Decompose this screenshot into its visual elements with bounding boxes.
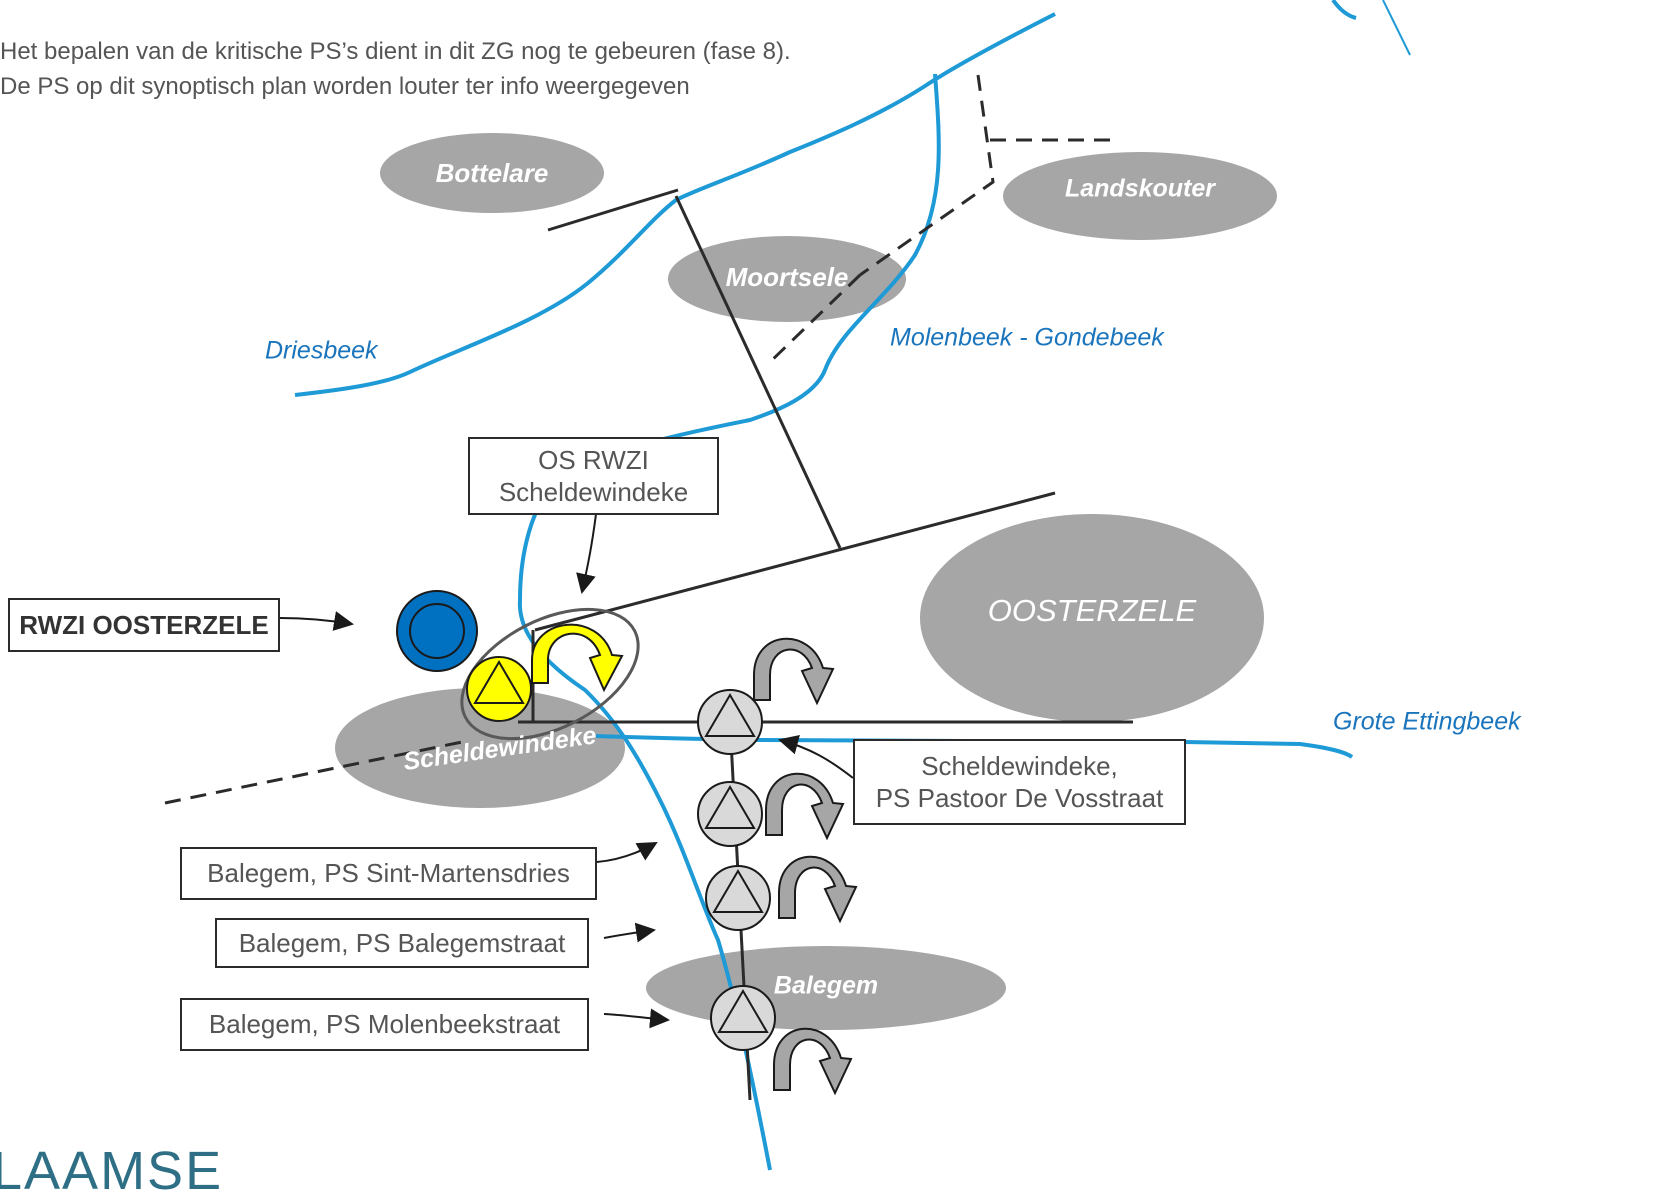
stream-driesbeek xyxy=(294,12,1056,397)
boundary-dashed-landskouter xyxy=(859,74,1120,277)
pump-ps-pastoor-de-vosstraat xyxy=(697,637,835,755)
label-grote-ettingbeek: Grote Ettingbeek xyxy=(1333,708,1522,736)
arrow-os-rwzi xyxy=(576,513,597,594)
pump-arrow-icon xyxy=(778,855,858,924)
pump-arrow-icon xyxy=(753,637,835,706)
rwzi-tank-icon xyxy=(396,590,478,672)
box-ps-sint-martensdries-label: Balegem, PS Sint-Martensdries xyxy=(207,858,570,889)
box-rwzi-oosterzele-label: RWZI OOSTERZELE xyxy=(19,609,269,640)
rwzi-tank-inner-icon xyxy=(409,603,465,659)
label-driesbeek: Driesbeek xyxy=(265,337,379,365)
stream-molenbeek xyxy=(517,73,941,1171)
pump-arrow-icon xyxy=(773,1027,853,1096)
pump-triangle-icon xyxy=(704,693,756,737)
rwzi-pump-arrow-icon xyxy=(531,623,624,693)
box-os-rwzi-line-2: Scheldewindeke xyxy=(498,477,689,507)
place-scheldewindeke xyxy=(335,688,625,808)
pump-ps-balegemstraat xyxy=(705,855,858,931)
note-line-2: De PS op dit synoptisch plan worden lout… xyxy=(0,73,690,100)
rwzi-pump-triangle-icon xyxy=(473,660,525,704)
label-bottelare: Bottelare xyxy=(436,158,549,188)
place-moortsele xyxy=(668,236,906,322)
arrow-ps-sint-martensdries xyxy=(596,842,658,863)
box-rwzi-oosterzele: RWZI OOSTERZELE xyxy=(8,598,280,652)
sewer-line-bottelare xyxy=(547,188,679,232)
place-landskouter xyxy=(1003,152,1277,240)
box-ps-balegemstraat: Balegem, PS Balegemstraat xyxy=(215,918,589,968)
sewer-line-oosterzele xyxy=(534,491,1056,632)
label-balegem: Balegem xyxy=(774,972,878,1000)
box-os-rwzi: OS RWZI Scheldewindeke xyxy=(468,437,719,515)
place-bottelare xyxy=(380,133,604,213)
box-ps-molenbeekstraat: Balegem, PS Molenbeekstraat xyxy=(180,998,589,1051)
arrow-ps-pastoor xyxy=(778,734,854,779)
box-ps-molenbeekstraat-label: Balegem, PS Molenbeekstraat xyxy=(208,1009,561,1040)
rwzi-outline xyxy=(460,607,640,741)
pump-triangle-icon xyxy=(712,869,764,913)
arrow-ps-molenbeekstraat xyxy=(603,1008,670,1029)
place-oosterzele xyxy=(920,514,1264,722)
pump-icon xyxy=(705,865,771,931)
box-ps-balegemstraat-label: Balegem, PS Balegemstraat xyxy=(238,927,566,958)
logo-fragment-line xyxy=(1382,0,1411,56)
boundary-dashed-moortsele xyxy=(768,273,862,364)
label-moortsele: Moortsele xyxy=(726,262,849,292)
pump-icon xyxy=(710,985,776,1051)
logo-text: LAAMSE xyxy=(0,1141,224,1201)
arrow-ps-balegemstraat xyxy=(603,922,656,943)
box-ps-pastoor-de-vosstraat: Scheldewindeke, PS Pastoor De Vosstraat xyxy=(853,739,1186,825)
arrow-rwzi xyxy=(279,611,354,631)
logo-fragment-icon xyxy=(1331,0,1357,20)
rwzi-pump-icon xyxy=(466,656,532,722)
pump-icon xyxy=(697,781,763,847)
pump-triangle-icon xyxy=(717,989,769,1033)
box-ps-pastoor-line-1: Scheldewindeke, xyxy=(921,750,1118,781)
box-os-rwzi-line-1: OS RWZI xyxy=(538,444,649,475)
pump-ps-molenbeekstraat xyxy=(710,985,853,1096)
pump-arrow-icon xyxy=(765,772,845,841)
box-ps-sint-martensdries: Balegem, PS Sint-Martensdries xyxy=(180,847,597,900)
pump-ps-sint-martensdries xyxy=(697,772,845,847)
label-oosterzele: OOSTERZELE xyxy=(988,593,1197,628)
sewer-line-main xyxy=(674,195,842,549)
note-line-1: Het bepalen van de kritische PS’s dient … xyxy=(0,38,791,65)
label-molenbeek-gondebeek: Molenbeek - Gondebeek xyxy=(890,324,1165,352)
label-landskouter: Landskouter xyxy=(1065,175,1216,203)
pump-triangle-icon xyxy=(704,785,756,829)
pump-icon xyxy=(697,689,763,755)
box-ps-pastoor-line-2: PS Pastoor De Vosstraat xyxy=(875,783,1164,813)
